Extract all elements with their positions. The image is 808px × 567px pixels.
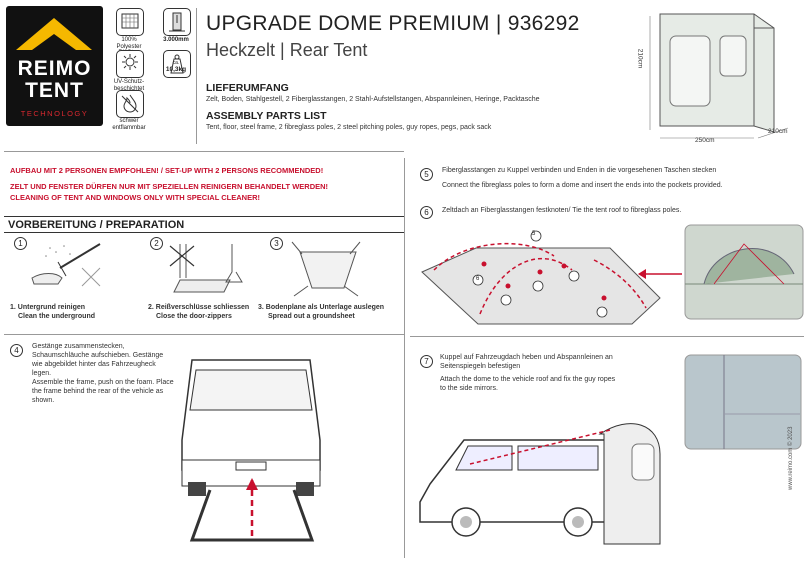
prep-step-3-number: 3	[270, 237, 283, 250]
groundsheet-illustration	[291, 241, 361, 297]
prep-step-3-en: Spread out a groundsheet	[268, 313, 355, 320]
uv-sun-icon	[116, 50, 144, 78]
scope-text-en: Tent, floor, steel frame, 2 fibreglass p…	[206, 124, 492, 131]
divider	[410, 336, 804, 337]
step-6-number: 6	[420, 206, 433, 219]
spec-uv: UV-Schutz-beschichtet	[113, 79, 145, 92]
divider	[4, 151, 404, 152]
scope-heading-en: ASSEMBLY PARTS LIST	[206, 110, 327, 122]
zipper-illustration	[169, 244, 243, 293]
scope-heading-de: LIEFERUMFANG	[206, 82, 289, 94]
tent-illustration	[649, 13, 789, 139]
logo-roof-inner	[32, 34, 76, 50]
flame-icon	[116, 90, 144, 118]
header-divider	[196, 8, 197, 144]
step-5-text-en: Connect the fibreglass poles to form a d…	[442, 182, 723, 189]
preparation-heading: VORBEREITUNG / PREPARATION	[8, 219, 185, 231]
prep-top-line	[4, 216, 404, 217]
prep-step-2-number: 2	[150, 237, 163, 250]
dim-width: 250cm	[695, 137, 715, 144]
step-7-number: 7	[420, 355, 433, 368]
marker-6: 6	[476, 276, 480, 282]
page-subtitle: Heckzelt | Rear Tent	[206, 40, 368, 60]
step-6-text: Zeltdach an Fiberglasstangen festknoten/…	[442, 207, 682, 214]
van-rear-frame-illustration	[181, 359, 321, 542]
logo-word-tent: TENT	[25, 79, 84, 102]
divider	[4, 334, 404, 335]
warning-cleaning-de: ZELT UND FENSTER DÜRFEN NUR MIT SPEZIELL…	[10, 182, 329, 191]
spec-water-column: 3.000mm	[163, 37, 189, 43]
step-4-text-de: Gestänge zusammenstecken, Schaumschläuch…	[32, 343, 164, 377]
prep-step-1-number: 1	[14, 237, 27, 250]
tent-roof-photo	[684, 224, 804, 320]
weight-icon	[163, 50, 191, 78]
van-side-tent-illustration	[419, 423, 661, 545]
dim-depth: 210cm	[768, 128, 788, 135]
prep-step-2-en: Close the door-zippers	[156, 313, 232, 320]
step-4-number: 4	[10, 344, 23, 357]
step-7-text-de: Kuppel auf Fahrzeugdach heben und Abspan…	[440, 354, 613, 370]
clean-underground-illustration	[31, 243, 101, 287]
marker-5: 5	[532, 231, 536, 237]
logo-word-reimo: REIMO	[17, 57, 92, 80]
prep-step-3-de: 3. Bodenplane als Unterlage auslegen	[258, 304, 385, 311]
prep-step-1-de: 1. Untergrund reinigen	[10, 304, 86, 311]
spec-weight-prefix: ca.	[172, 60, 180, 66]
step-4-text-en: Assemble the frame, push on the foam. Pl…	[32, 379, 174, 404]
warning-cleaning-en: CLEANING OF TENT AND WINDOWS ONLY WITH S…	[10, 193, 261, 202]
ripstop-fabric-icon	[116, 8, 144, 36]
scope-text-de: Zelt, Boden, Stahlgestell, 2 Fiberglasst…	[206, 96, 540, 103]
step-5-number: 5	[420, 168, 433, 181]
spec-flame: schwer entflammbar	[112, 118, 146, 131]
column-divider	[404, 158, 405, 558]
page-title: UPGRADE DOME PREMIUM | 936292	[206, 12, 580, 35]
arrow-left-icon	[638, 269, 682, 279]
dim-height: 210cm	[636, 48, 644, 69]
step-5-text-de: Fiberglasstangen zu Kuppel verbinden und…	[442, 167, 717, 174]
step-7-text-en: Attach the dome to the vehicle roof and …	[440, 376, 616, 392]
tent-attached-photo	[684, 354, 802, 450]
logo-word-technology: TECHNOLOGY	[20, 109, 89, 118]
warning-persons: AUFBAU MIT 2 PERSONEN EMPFOHLEN! / SET-U…	[10, 166, 324, 175]
prep-step-2-de: 2. Reißverschlüsse schliessen	[148, 304, 250, 311]
water-column-icon	[163, 8, 191, 36]
spec-weight: 10,3kg	[165, 66, 187, 73]
reimo-tent-logo: REIMO TENT TECHNOLOGY	[6, 6, 103, 126]
tent-roof-illustration	[421, 230, 661, 325]
copyright: www.reimo.com © 2023	[788, 426, 794, 490]
prep-bottom-line	[4, 232, 404, 233]
prep-step-1-en: Clean the underground	[18, 313, 95, 320]
